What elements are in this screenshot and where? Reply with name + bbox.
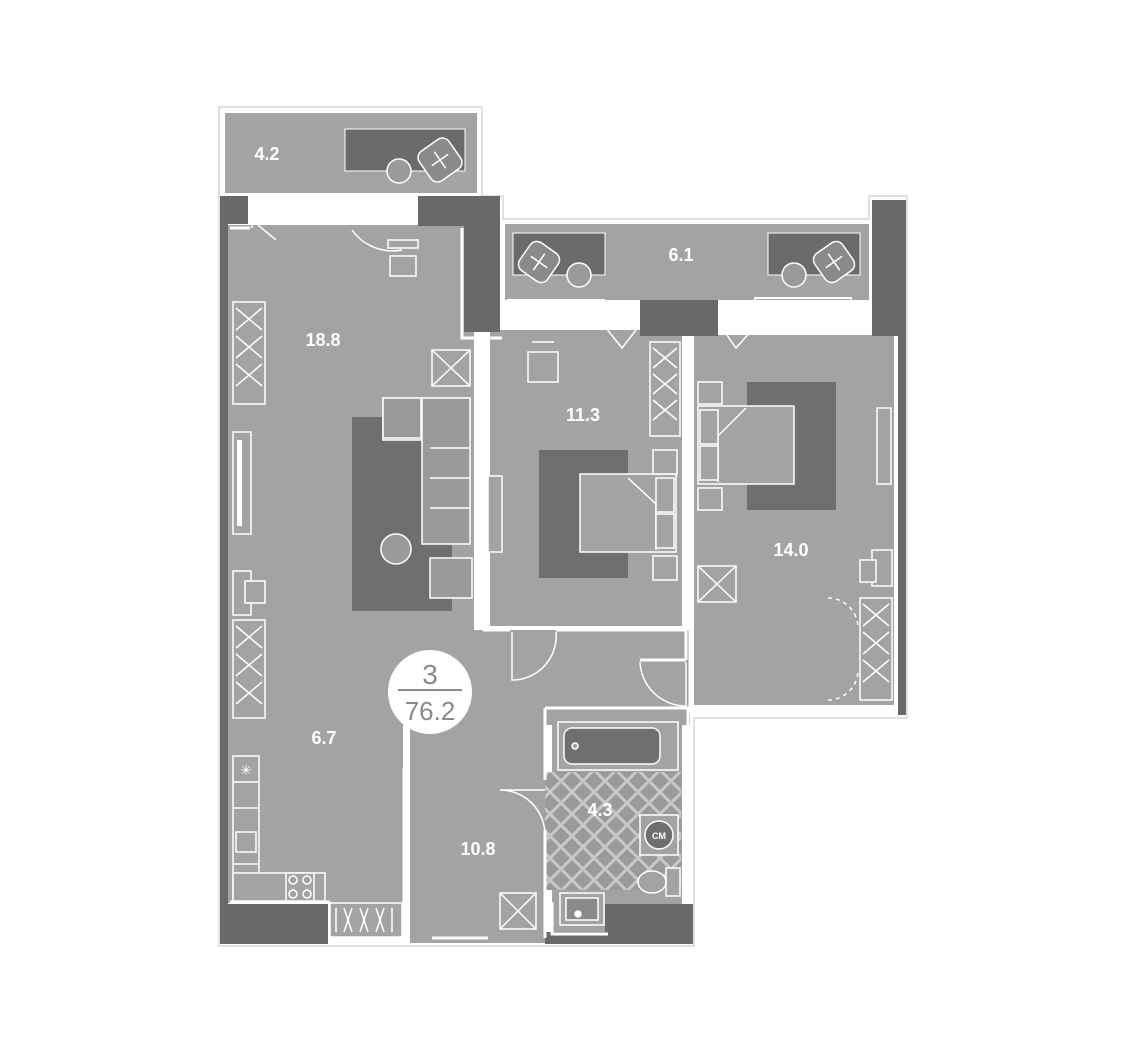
shelving-living bbox=[232, 301, 266, 405]
wall-top-left-corner bbox=[220, 196, 248, 224]
nightstand-right-1 bbox=[697, 381, 723, 405]
rooms-count: 3 bbox=[422, 659, 438, 690]
total-area: 76.2 bbox=[405, 696, 456, 726]
balcony-desks bbox=[344, 128, 861, 288]
room-label-balcony-right: 6.1 bbox=[668, 245, 693, 265]
door-balcony-middle bbox=[605, 327, 637, 350]
room-label-hallway: 10.8 bbox=[460, 839, 495, 859]
toilet bbox=[637, 867, 681, 897]
kitchen-furniture: ✳ bbox=[232, 619, 403, 938]
cooktop bbox=[285, 872, 315, 902]
wall-left bbox=[220, 196, 228, 944]
stool-balcony-left bbox=[386, 158, 412, 184]
wall-column bbox=[464, 196, 500, 332]
door-balcony-right bbox=[721, 327, 753, 350]
tv-right bbox=[876, 407, 892, 485]
tv-middle bbox=[487, 475, 503, 553]
stool-balcony-right-2 bbox=[781, 262, 807, 288]
wall-middle-column bbox=[640, 300, 718, 336]
nightstand-right-2 bbox=[697, 487, 723, 511]
room-label-bedroom-right: 14.0 bbox=[773, 540, 808, 560]
washer-label: CM bbox=[652, 831, 666, 841]
chair-middle bbox=[527, 351, 559, 383]
nightstand-middle-2 bbox=[652, 555, 678, 581]
coffee-table bbox=[380, 533, 412, 565]
armchair-balcony-left bbox=[417, 137, 463, 183]
wardrobe-right bbox=[859, 597, 893, 701]
wall-right bbox=[898, 200, 906, 715]
room-label-living: 18.8 bbox=[305, 330, 340, 350]
room-label-bedroom-middle: 11.3 bbox=[566, 405, 600, 425]
windows bbox=[285, 193, 852, 327]
living-furniture bbox=[232, 239, 473, 616]
vent-hall bbox=[499, 892, 537, 930]
room-label-bathroom: 4.3 bbox=[587, 800, 612, 820]
door-bedroom-middle bbox=[511, 631, 557, 681]
room-label-balcony-left: 4.2 bbox=[254, 144, 279, 164]
wardrobe-doors-right bbox=[827, 597, 859, 701]
wall-bottom-left bbox=[220, 904, 328, 944]
chair-living bbox=[389, 255, 417, 277]
shelving-hall bbox=[329, 902, 403, 938]
door-desk-living bbox=[351, 229, 403, 252]
window-left bbox=[285, 193, 415, 221]
nightstand-middle-1 bbox=[652, 449, 678, 475]
bedroom-middle-furniture bbox=[487, 341, 681, 581]
bedroom-right-furniture bbox=[697, 381, 893, 701]
stool-balcony-right-1 bbox=[566, 262, 592, 288]
door-balcony-left bbox=[251, 219, 277, 241]
room-label-kitchen: 6.7 bbox=[311, 728, 336, 748]
window-right bbox=[754, 297, 852, 327]
door-bedroom-right bbox=[639, 661, 687, 707]
sofa-seat bbox=[421, 397, 471, 545]
apartment-badge: 3 76.2 bbox=[388, 650, 472, 734]
desk-living bbox=[387, 239, 419, 249]
window-middle bbox=[507, 299, 605, 327]
door-bathroom bbox=[499, 789, 546, 836]
tv bbox=[237, 440, 242, 526]
bathroom-fixtures bbox=[557, 721, 681, 926]
doors bbox=[251, 219, 859, 836]
sofa-arm bbox=[382, 397, 422, 439]
armchair-balcony-right-2 bbox=[812, 240, 856, 284]
partitions bbox=[230, 220, 898, 940]
fridge-icon: ✳ bbox=[240, 762, 252, 778]
kitchen-sink bbox=[235, 831, 257, 853]
armchair-balcony-right-1 bbox=[517, 240, 561, 284]
room-labels: 4.2 6.1 18.8 11.3 14.0 6.7 10.8 4.3 CM bbox=[254, 144, 808, 859]
walls bbox=[220, 196, 906, 944]
wardrobe-middle bbox=[649, 341, 681, 437]
pouf bbox=[429, 557, 473, 599]
